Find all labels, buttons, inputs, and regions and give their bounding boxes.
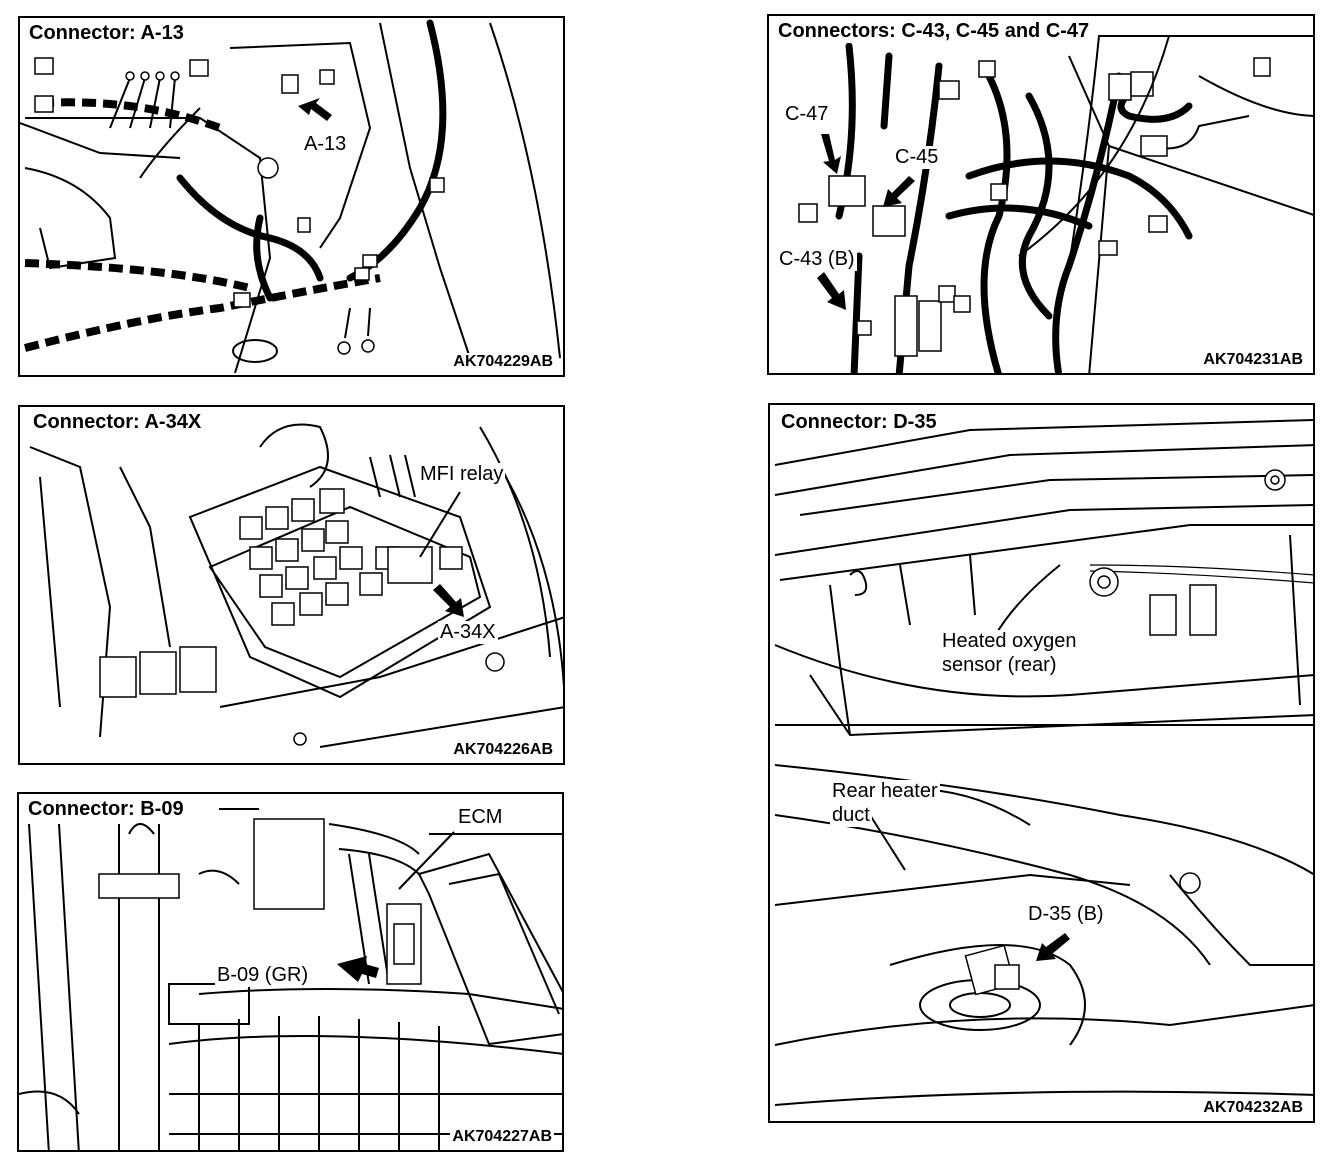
pointer-arrow-icon [337,956,379,982]
callout-a13: A-13 [302,133,349,156]
pointer-arrow-icon [1036,933,1070,961]
panel-title: Connectors: C-43, C-45 and C-47 [775,20,1093,43]
panel-title: Connector: A-34X [30,411,205,434]
callout-d35: D-35 (B) [1026,903,1106,926]
panel-title: Connector: A-13 [26,22,187,45]
illustration-d35 [774,419,1313,1106]
illustration-a34x [29,423,563,748]
pointer-arrow-icon [817,272,846,310]
panel-title: Connector: D-35 [778,411,940,434]
callout-a34x: A-34X [438,621,498,644]
illustration-c43 [798,35,1313,373]
figure-code: AK704227AB [450,1128,554,1146]
pointer-arrow-icon [298,98,332,121]
pointer-arrow-icon [433,584,464,617]
figure-code: AK704232AB [1201,1099,1305,1117]
panel-connector-a34x: Connector: A-34X MFI relay A-34X AK70422… [18,405,565,765]
callout-c45: C-45 [893,146,941,169]
figure-code: AK704226AB [451,741,555,759]
callout-rear-heater-duct-line1: Rear heater [830,780,940,803]
figure-code: AK704229AB [451,353,555,371]
panel-title: Connector: B-09 [25,798,187,821]
pointer-arrow-icon [883,176,915,207]
callout-rear-heater-duct-line2: duct [830,804,872,827]
panel-connector-a13: Connector: A-13 A-13 AK704229AB [18,16,565,377]
callout-heated-oxygen-sensor-line1: Heated oxygen [940,630,1079,653]
pointer-arrow-icon [821,134,841,174]
callout-c47: C-47 [783,103,831,126]
illustration-b09 [19,808,562,1150]
figure-code: AK704231AB [1201,351,1305,369]
callout-b09: B-09 (GR) [215,964,311,987]
illustration-a13 [20,19,561,374]
panel-connector-b09: Connector: B-09 ECM B-09 (GR) AK704227AB [17,792,564,1152]
callout-heated-oxygen-sensor-line2: sensor (rear) [940,654,1059,677]
callout-mfi-relay: MFI relay [418,463,506,486]
panel-connectors-c43-c45-c47: Connectors: C-43, C-45 and C-47 C-47 C-4… [767,14,1315,375]
callout-ecm: ECM [456,806,505,829]
callout-c43: C-43 (B) [777,248,857,271]
panel-connector-d35: Connector: D-35 Heated oxygen sensor (re… [768,403,1315,1123]
